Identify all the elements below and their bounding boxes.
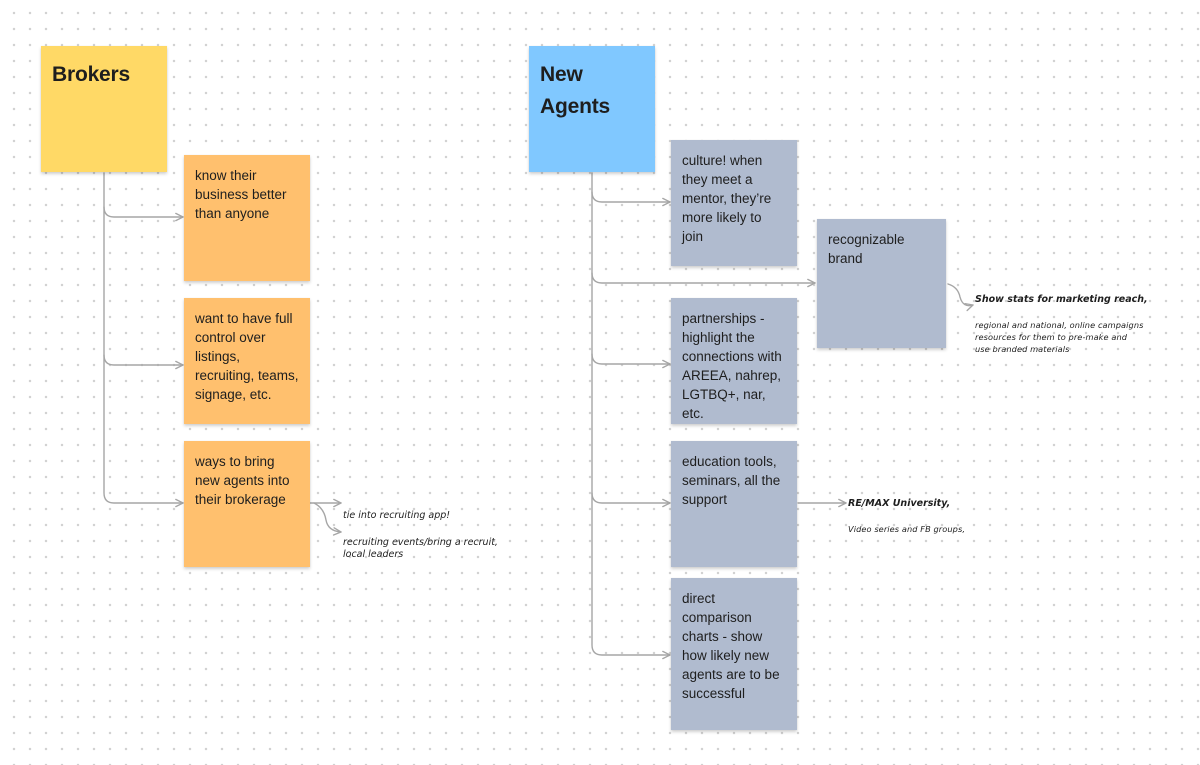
annotation-text: Video series and FB groups,: [848, 523, 966, 534]
connector-brokers-to-know-business[interactable]: [103, 172, 184, 222]
sticky-brokers-header[interactable]: Brokers: [41, 46, 167, 172]
annotation-recruiting-events[interactable]: recruiting events/bring a recruit, local…: [343, 524, 498, 562]
sticky-direct-comparison[interactable]: direct comparison charts - show how like…: [671, 578, 797, 730]
sticky-full-control[interactable]: want to have full control over listings,…: [184, 298, 310, 424]
connector-agents-to-partnerships[interactable]: [591, 272, 671, 369]
note-text: education tools, seminars, all the suppo…: [682, 454, 781, 507]
sticky-new-agents-header[interactable]: New Agents: [529, 46, 655, 172]
connector-brand-to-stats[interactable]: [947, 283, 974, 312]
annotation-recruiting-app[interactable]: tie into recruiting app!: [343, 497, 450, 522]
annotation-heading: Show stats for marketing reach,: [975, 293, 1148, 305]
note-text: recognizable brand: [828, 232, 905, 266]
sticky-know-business[interactable]: know their business better than anyone: [184, 155, 310, 281]
connector-bring-agents-to-recruiting-events[interactable]: [313, 502, 342, 536]
note-text: partnerships - highlight the connections…: [682, 311, 782, 421]
annotation-text: regional and national, online campaigns …: [975, 319, 1144, 354]
annotation-remax-university[interactable]: RE/MAX University, Video series and FB g…: [848, 485, 965, 547]
sticky-bring-agents[interactable]: ways to bring new agents into their brok…: [184, 441, 310, 567]
connector-brokers-to-full-control[interactable]: [103, 206, 184, 370]
note-text: culture! when they meet a mentor, they’r…: [682, 153, 772, 244]
new-agents-header-text: New Agents: [540, 63, 610, 118]
annotation-text: recruiting events/bring a recruit, local…: [343, 536, 498, 561]
sticky-recognizable-brand[interactable]: recognizable brand: [817, 219, 946, 348]
annotation-heading: RE/MAX University,: [848, 497, 951, 509]
sticky-culture[interactable]: culture! when they meet a mentor, they’r…: [671, 140, 797, 266]
sticky-partnerships[interactable]: partnerships - highlight the connections…: [671, 298, 797, 424]
connector-agents-to-culture[interactable]: [591, 172, 671, 207]
connector-agents-to-education[interactable]: [591, 353, 671, 508]
sticky-education-tools[interactable]: education tools, seminars, all the suppo…: [671, 441, 797, 567]
brokers-header-text: Brokers: [52, 63, 130, 86]
note-text: want to have full control over listings,…: [195, 311, 299, 402]
connector-agents-to-comparison[interactable]: [591, 492, 671, 660]
annotation-marketing-stats[interactable]: Show stats for marketing reach, regional…: [975, 281, 1148, 367]
annotation-text: tie into recruiting app!: [343, 509, 451, 521]
connector-brokers-to-bring-agents[interactable]: [103, 354, 184, 508]
note-text: direct comparison charts - show how like…: [682, 591, 780, 701]
note-text: know their business better than anyone: [195, 168, 287, 221]
note-text: ways to bring new agents into their brok…: [195, 454, 290, 507]
